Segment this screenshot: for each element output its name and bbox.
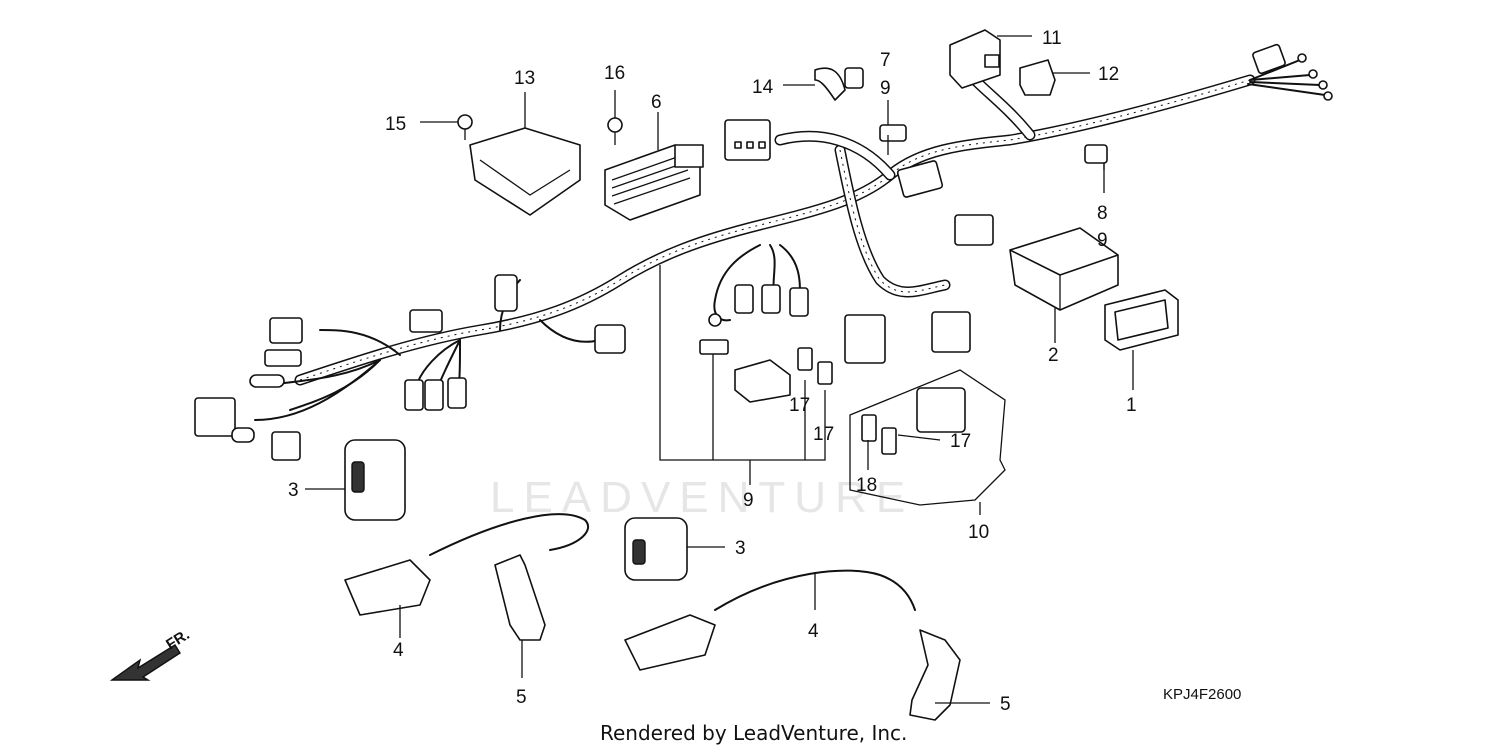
callout-3-a: 3 xyxy=(288,480,299,501)
callout-9-c: 9 xyxy=(743,490,754,511)
part-6-regulator-rectifier xyxy=(604,112,704,221)
part-14-harness-clip xyxy=(783,67,864,101)
callout-3-b: 3 xyxy=(735,538,746,559)
callout-4-a: 4 xyxy=(393,640,404,661)
part-9-group-bracket xyxy=(659,265,833,485)
callout-12: 12 xyxy=(1098,64,1119,85)
part-5-plug-cap-a xyxy=(494,554,546,678)
diagram-code: KPJ4F2600 xyxy=(1163,686,1241,703)
leader-lines xyxy=(867,135,1105,470)
part-2-control-unit xyxy=(1009,227,1119,343)
part-4-ignition-coil-a xyxy=(344,513,590,638)
callout-2: 2 xyxy=(1048,345,1059,366)
callout-17-a: 17 xyxy=(789,395,810,416)
part-4-ignition-coil-b xyxy=(624,569,916,671)
part-12-connector-boot xyxy=(1019,59,1090,96)
part-7-connector-cap xyxy=(879,100,907,142)
render-credit: Rendered by LeadVenture, Inc. xyxy=(600,721,907,745)
part-8-connector-cap xyxy=(1084,144,1108,193)
part-13-ecu-bracket xyxy=(469,92,581,216)
callout-15: 15 xyxy=(385,114,406,135)
callout-4-b: 4 xyxy=(808,621,819,642)
front-arrow-icon: FR. xyxy=(109,626,193,681)
callout-16: 16 xyxy=(604,63,625,84)
callout-8: 8 xyxy=(1097,203,1108,224)
callout-11: 11 xyxy=(1042,28,1062,49)
harness-connectors xyxy=(194,43,1286,461)
callout-7: 7 xyxy=(880,50,891,71)
callout-10: 10 xyxy=(968,522,989,543)
callout-18: 18 xyxy=(856,475,877,496)
main-wire-harness xyxy=(254,53,1333,421)
callout-numbers: 1 2 3 3 4 4 5 5 6 7 9 8 9 9 10 11 12 13 … xyxy=(288,28,1137,715)
callout-1: 1 xyxy=(1126,395,1137,416)
callout-13: 13 xyxy=(514,68,535,89)
part-16-bolt xyxy=(607,90,623,145)
callout-9-b: 9 xyxy=(1097,230,1108,251)
callout-6: 6 xyxy=(651,92,662,113)
part-3-rubber-mount-b xyxy=(624,517,725,581)
part-10-fuse-box xyxy=(849,369,1006,515)
callout-5-a: 5 xyxy=(516,687,527,708)
part-3-rubber-mount-a xyxy=(305,439,406,521)
part-15-bolt xyxy=(420,114,473,140)
part-11-relay xyxy=(949,29,1032,89)
part-1-fuse-box-cover xyxy=(1104,289,1179,390)
part-5-plug-cap-b xyxy=(909,629,990,721)
callout-9-a: 9 xyxy=(880,78,891,99)
callout-17-b: 17 xyxy=(813,424,834,445)
callout-14: 14 xyxy=(752,77,774,98)
callout-5-b: 5 xyxy=(1000,694,1011,715)
callout-17-c: 17 xyxy=(950,431,971,452)
